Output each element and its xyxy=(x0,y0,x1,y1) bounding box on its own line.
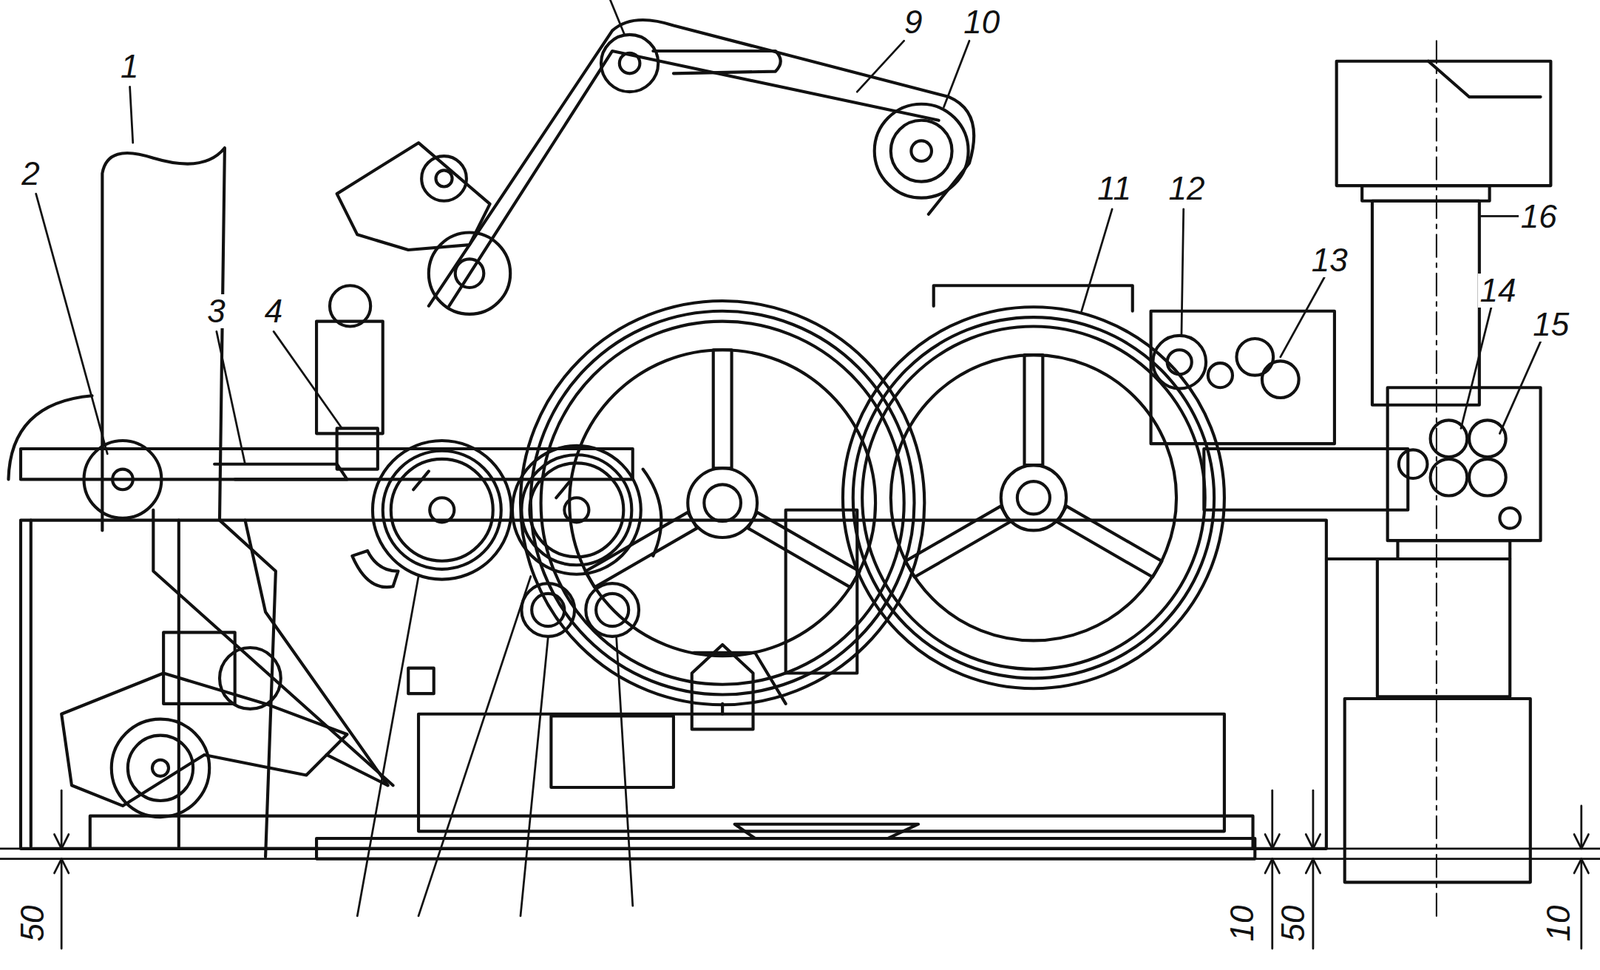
callout-number: 14 xyxy=(1478,273,1519,308)
callout-number: 16 xyxy=(1518,199,1560,234)
callout-number: 11 xyxy=(1095,171,1134,206)
callout-number: 2 xyxy=(19,156,42,191)
dimension-value: 50 xyxy=(1276,903,1311,945)
callout-number: 9 xyxy=(902,5,925,40)
callout-number: 3 xyxy=(204,294,227,329)
dimension-value: 50 xyxy=(15,903,50,945)
callout-number: 13 xyxy=(1309,243,1351,278)
callout-number: 4 xyxy=(262,294,285,329)
callout-number: 12 xyxy=(1166,171,1208,206)
callout-number: 15 xyxy=(1530,307,1572,342)
dimension-value: 10 xyxy=(1542,903,1577,945)
dimension-value: 10 xyxy=(1225,903,1260,945)
callout-number: 1 xyxy=(118,49,141,84)
callout-number: 10 xyxy=(961,5,1002,40)
